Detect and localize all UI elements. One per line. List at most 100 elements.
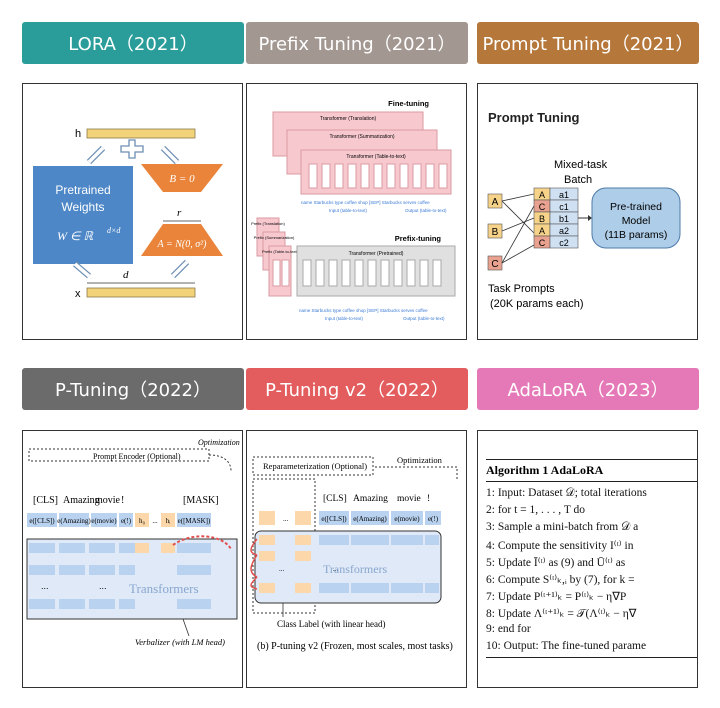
ptuning2-reparam: Reparameterization (Optional) (263, 461, 367, 471)
prompt-model-box (591, 187, 681, 249)
prefix-prefixtuning-label: Prefix-tuning (395, 234, 442, 243)
ptuning-dots-1: ... (41, 581, 49, 591)
lora-x-label: x (75, 288, 81, 300)
prefix-t-translation-label: Transformer (Translation) (320, 116, 377, 122)
prompt-row-5-t: c2 (559, 238, 569, 248)
ptuning-transformer-cells (29, 543, 211, 609)
card-p-tuning-v2: Reparameterization (Optional) Optimizati… (246, 430, 467, 688)
ptuning2-caption: (b) P-tuning v2 (Frozen, most scales, mo… (257, 641, 453, 652)
ptuning-token-excl: ! (121, 495, 124, 506)
ptuning-verbalizer: Verbalizer (with LM head) (135, 637, 225, 647)
header-ptuning-label: P-Tuning（2022） (54, 380, 212, 401)
header-p-tuning-v2: P-Tuning v2（2022） (246, 368, 468, 410)
prompt-mixed-2: Batch (564, 174, 592, 186)
adalora-line-7: 7: Update P⁽ᵗ⁺¹⁾ₖ = P⁽ᵗ⁾ₖ − η∇P (486, 591, 627, 603)
ptuning-verbalizer-line (182, 618, 190, 637)
ptuning2-opt-arrow-icon (375, 466, 458, 479)
ptuning-embed-h0 (135, 513, 149, 527)
card-adalora: Algorithm 1 AdaLoRA 1: Input: Dataset 𝒟;… (477, 430, 698, 688)
lora-r-label: r (177, 207, 182, 219)
ptuning2-embed-excl (425, 511, 441, 525)
prompt-title: Prompt Tuning (488, 110, 580, 125)
ptuning2-transformers-label: Transformers (323, 562, 388, 576)
adalora-title: Algorithm 1 AdaLoRA (486, 463, 604, 477)
adalora-line-4: 4: Compute the sensitivity I⁽ᵗ⁾ in (486, 540, 634, 552)
prompt-left-c-label: C (491, 259, 498, 270)
ptuning2-embed-amazing-label: e(Amazing) (353, 515, 387, 523)
card-p-tuning: Optimization Prompt Encoder (Optional) [… (22, 430, 243, 688)
ptuning-embed-excl (119, 513, 133, 527)
ptuning-embed-cls-label: e([CLS]) (29, 517, 55, 525)
prompt-left-b-label: B (492, 227, 499, 238)
ptuning2-dots-b: ... (279, 565, 285, 573)
prefix-tokens-1: name Starbucks type coffee shop [SEP] St… (301, 200, 430, 205)
ptuning-encoder: Prompt Encoder (Optional) (93, 452, 181, 461)
header-prefix-label: Prefix Tuning（2021） (258, 34, 456, 55)
lora-a-formula: A = N(0, σ²) (157, 239, 208, 250)
prefix-finetuning-label: Fine-tuning (388, 99, 429, 108)
prefix-ft-columns (308, 163, 448, 189)
lora-w-sup: d×d (107, 226, 121, 235)
card-prefix-tuning: Fine-tuning Transformer (Translation) Tr… (246, 83, 467, 340)
prompt-task-prompts-1: Task Prompts (488, 283, 555, 295)
ptuning2-token-cls: [CLS] (323, 494, 347, 504)
lora-b-trapezoid (141, 164, 223, 192)
prompt-row-3-t: b1 (559, 214, 569, 224)
lora-pretrained-line2: Weights (61, 200, 104, 214)
lora-pretrained-box (33, 166, 133, 264)
ptuning2-red-arrows-icon (250, 538, 258, 590)
adalora-line-9: 9: end for (486, 623, 531, 635)
ptuning2-embed-amazing (351, 511, 389, 525)
adalora-line-5: 5: Update Ī⁽ᵗ⁾ as (9) and Ū⁽ᵗ⁾ as (486, 557, 626, 569)
lora-x-bar (86, 287, 196, 298)
ptuning-token-cls: [CLS] (33, 495, 58, 506)
prompt-batch-table (533, 187, 579, 249)
prefix-p-col-2 (281, 259, 290, 287)
prefix-io1-out: Output (table-to-text) (405, 208, 447, 213)
prefix-io2-in: Input (table-to-text) (325, 316, 364, 321)
lora-a-trapezoid (141, 224, 223, 256)
lora-h-label: h (75, 128, 81, 140)
ptuning-red-arrow-icon (172, 535, 232, 550)
adalora-line-3: 3: Sample a mini-batch from 𝒟 a (486, 521, 639, 533)
ptuning2-embed-cls (319, 511, 349, 525)
lora-w-formula: W ∈ ℝ (57, 229, 93, 243)
card-prompt-tuning: Prompt Tuning Mixed-task Batch A B C (477, 83, 698, 340)
prompt-mixed-1: Mixed-task (554, 159, 608, 171)
header-lora-label: LORA（2021） (68, 34, 198, 55)
lora-h-bar (86, 128, 196, 139)
ptuning-dots-2: ... (99, 581, 107, 591)
ptuning2-embed-cls-label: e([CLS]) (321, 515, 347, 523)
prefix-p-table-label: Prefix (Table-to-text) (262, 249, 299, 254)
ptuning-embed-hi-label: hᵢ (166, 517, 172, 525)
prompt-connectors (501, 193, 535, 264)
ptuning2-transformer-cells (259, 535, 439, 593)
prompt-row-2-p: C (539, 202, 546, 212)
adalora-bottom-rule (486, 657, 697, 658)
ptuning-embed-mask-label: e([MASK]) (178, 517, 211, 525)
prompt-row-4-t: a2 (559, 226, 569, 236)
prompt-task-prompts-2: (20K params each) (490, 298, 584, 310)
prompt-model-2: Model (622, 215, 651, 227)
ptuning-embed-cls (27, 513, 57, 527)
ptuning-embed-amazing-label: e(Amazing) (57, 517, 91, 525)
prompt-diagram: Prompt Tuning Mixed-task Batch A B C (487, 110, 681, 310)
ptuning2-embed-excl-label: e(!) (428, 515, 439, 523)
prefix-io1-in: Input (table-to-text) (329, 208, 368, 213)
ptuning2-dots-c: ... (333, 565, 339, 573)
adalora-line-8: 8: Update Λ⁽ᵗ⁺¹⁾ₖ = 𝒯(Λ⁽ᵗ⁾ₖ − η∇ (486, 608, 637, 620)
prefix-p-translation-label: Prefix (Translation) (251, 221, 285, 226)
lora-plus-icon (120, 139, 144, 159)
prompt-row-2-t: c1 (559, 202, 569, 212)
ptuning-embed-amazing (59, 513, 89, 527)
header-lora: LORA（2021） (22, 22, 244, 64)
ptuning2-reparam-box (252, 456, 374, 476)
prefix-pt-columns (302, 259, 442, 287)
ptuning-embed-dots: ... (152, 517, 158, 525)
ptuning-token-mask: [MASK] (183, 495, 219, 506)
header-adalora: AdaLoRA（2023） (477, 368, 699, 410)
ptuning2-prompt-embed-2 (295, 511, 311, 525)
ptuning2-token-movie: movie (397, 494, 421, 504)
adalora-top-rule (486, 459, 697, 460)
prefix-t-table-label: Transformer (Table-to-text) (346, 154, 406, 160)
